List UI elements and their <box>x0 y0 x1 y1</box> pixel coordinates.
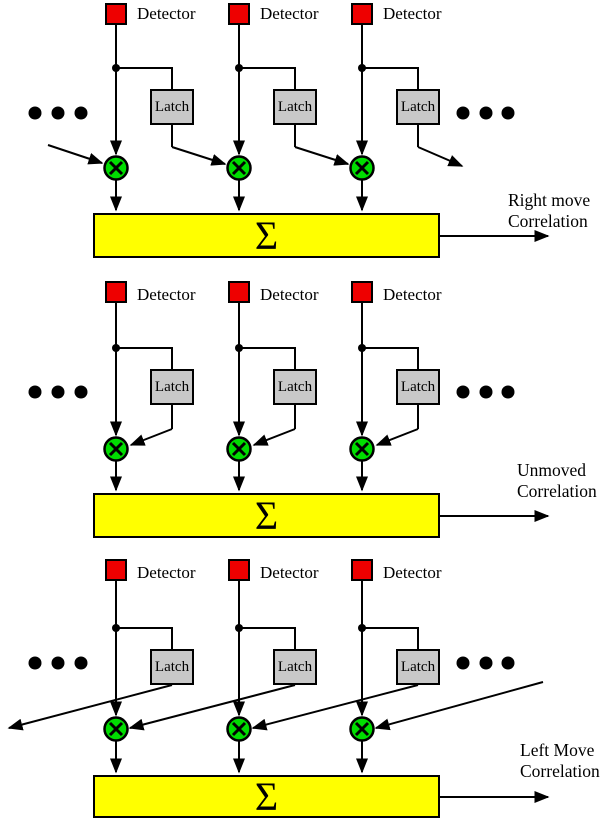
multiply-icon <box>103 436 129 462</box>
multiply-icon <box>226 155 252 181</box>
incoming-offscreen-arrow <box>47 144 104 165</box>
detector-label: Detector <box>137 4 196 23</box>
latch-label: Latch <box>154 98 190 115</box>
detector-label: Detector <box>260 4 319 23</box>
latch-branch-line <box>116 347 173 370</box>
latch-branch-line <box>362 347 419 370</box>
detector-label: Detector <box>383 4 442 23</box>
output-label-line1: Unmoved <box>517 460 587 480</box>
latch-box: Latch <box>150 89 194 125</box>
detector-label: Detector <box>260 563 319 582</box>
latch-to-same-multiply-arrow <box>252 428 296 446</box>
latch-to-prev-multiply-arrow <box>251 684 419 731</box>
output-label-line2: Correlation <box>520 761 600 781</box>
latch-label: Latch <box>277 378 313 395</box>
latch-to-prev-multiply-arrow <box>128 684 296 731</box>
latch-box: Latch <box>396 369 440 405</box>
output-label: Left Move Correlation <box>520 740 600 782</box>
latch-branch-line <box>116 627 173 650</box>
detector-label: Detector <box>383 285 442 304</box>
detector-label: Detector <box>383 563 442 582</box>
latch-to-next-multiply-arrow <box>294 146 350 166</box>
junction-dots <box>112 344 366 352</box>
latch-label: Latch <box>277 98 313 115</box>
sum-bar: Σ <box>93 775 440 818</box>
detector-box <box>351 3 373 25</box>
multiply-icon <box>103 155 129 181</box>
latch-box: Latch <box>150 649 194 685</box>
detector-box <box>105 3 127 25</box>
multiply-icon <box>226 436 252 462</box>
sigma-label: Σ <box>254 492 279 538</box>
latch-box: Latch <box>396 89 440 125</box>
detector-box <box>105 559 127 581</box>
latch-box: Latch <box>273 369 317 405</box>
latch-to-offscreen-arrow <box>7 684 173 731</box>
multiply-icon <box>226 716 252 742</box>
latch-label: Latch <box>400 658 436 675</box>
detector-label: Detector <box>260 285 319 304</box>
latch-branch-line <box>239 347 296 370</box>
detector-box <box>228 559 250 581</box>
ellipsis-dots-left <box>28 656 88 670</box>
output-label-line2: Correlation <box>508 211 588 231</box>
output-label: Unmoved Correlation <box>517 460 597 502</box>
latch-branch-line <box>362 627 419 650</box>
sigma-label: Σ <box>254 773 279 819</box>
ellipsis-dots-right <box>456 385 515 399</box>
latch-branch-line <box>239 67 296 90</box>
multiply-icon <box>349 716 375 742</box>
latch-label: Latch <box>154 658 190 675</box>
sum-bar: Σ <box>93 213 440 258</box>
panel-right-move-wiring <box>28 25 550 242</box>
latch-box: Latch <box>396 649 440 685</box>
output-label-line1: Left Move <box>520 740 595 760</box>
latch-label: Latch <box>400 378 436 395</box>
multiply-icon <box>103 716 129 742</box>
latch-label: Latch <box>277 658 313 675</box>
latch-label: Latch <box>400 98 436 115</box>
detector-label: Detector <box>137 563 196 582</box>
junction-dots <box>112 64 366 72</box>
detector-box <box>228 3 250 25</box>
panel-left-move-wiring <box>7 581 550 803</box>
detector-box <box>228 281 250 303</box>
ellipsis-dots-right <box>456 106 515 120</box>
latch-branch-line <box>362 67 419 90</box>
latch-branch-line <box>239 627 296 650</box>
latch-branch-line <box>116 67 173 90</box>
detector-box <box>351 559 373 581</box>
output-label-line1: Right move <box>508 190 591 210</box>
detector-box <box>351 281 373 303</box>
panel-unmoved-wiring <box>28 303 550 522</box>
latch-to-same-multiply-arrow <box>129 428 173 446</box>
detector-box <box>105 281 127 303</box>
output-label: Right move Correlation <box>508 190 590 232</box>
ellipsis-dots-left <box>28 106 88 120</box>
incoming-offscreen-arrow <box>374 681 544 731</box>
ellipsis-dots-right <box>456 656 515 670</box>
multiply-icon <box>349 155 375 181</box>
sigma-label: Σ <box>254 212 279 258</box>
multiply-icon <box>349 436 375 462</box>
detector-label: Detector <box>137 285 196 304</box>
latch-box: Latch <box>273 649 317 685</box>
latch-label: Latch <box>154 378 190 395</box>
output-label-line2: Correlation <box>517 481 597 501</box>
ellipsis-dots-left <box>28 385 88 399</box>
junction-dots <box>112 624 366 632</box>
latch-to-same-multiply-arrow <box>375 428 419 446</box>
latch-to-offscreen-arrow <box>417 146 464 167</box>
sum-bar: Σ <box>93 493 440 538</box>
latch-box: Latch <box>150 369 194 405</box>
latch-to-next-multiply-arrow <box>171 146 227 166</box>
latch-box: Latch <box>273 89 317 125</box>
